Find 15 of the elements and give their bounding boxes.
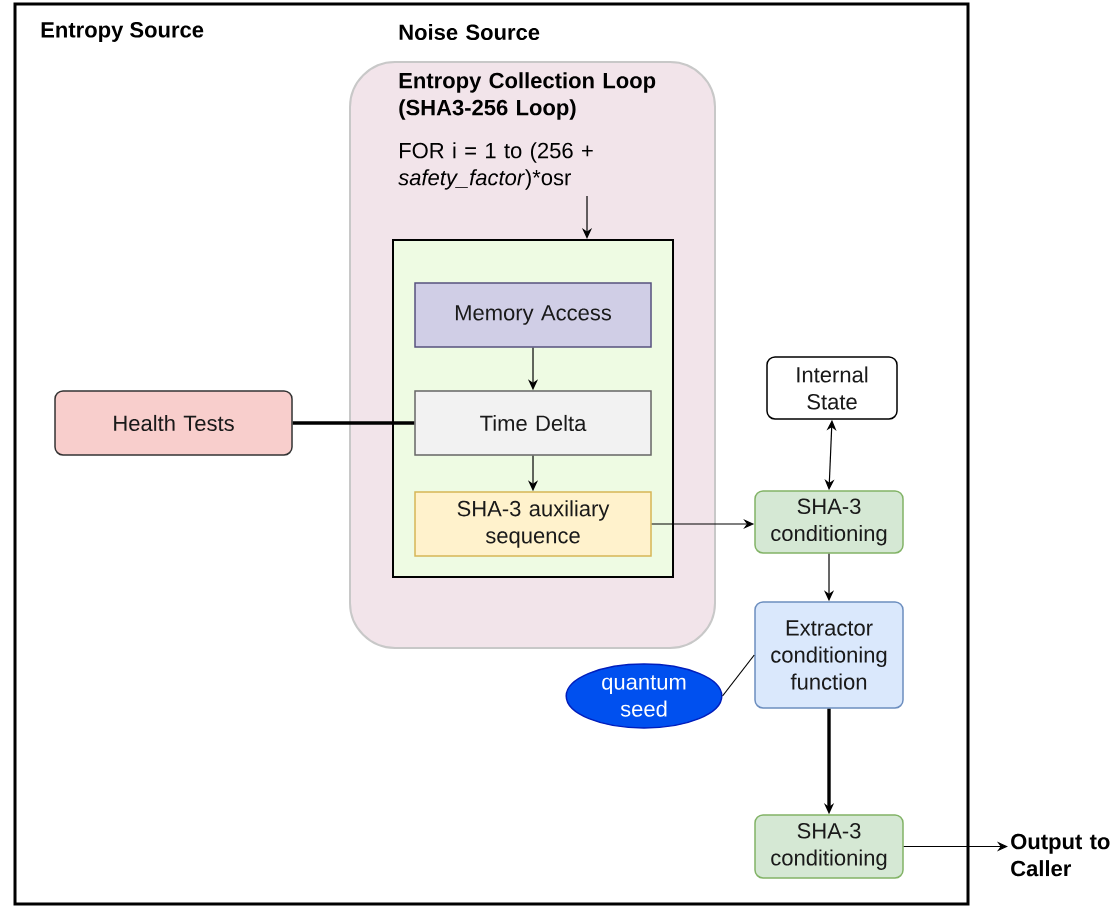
process-box: Health Tests: [54, 390, 293, 456]
process-box: Extractor conditioning function: [754, 601, 904, 709]
process-box: SHA-3 auxiliary sequence: [414, 491, 652, 557]
process-box: Memory Access: [414, 282, 652, 348]
frame-heading: Entropy Source: [41, 22, 204, 42]
process-box: SHA-3 conditioning: [754, 814, 904, 879]
loop-condition-text: FOR i = 1 to (256 + safety_factor)*osr: [398, 142, 593, 190]
output-label: Output to Caller: [1011, 833, 1110, 877]
state-box: Internal State: [766, 356, 898, 420]
panel-heading: Noise Source: [399, 23, 540, 41]
loop-heading: Entropy Collection Loop (SHA3-256 Loop): [399, 72, 656, 120]
process-box: Time Delta: [414, 390, 652, 456]
process-box: SHA-3 conditioning: [754, 490, 904, 554]
connector-line: [292, 421, 415, 425]
connector-line: [721, 654, 755, 697]
